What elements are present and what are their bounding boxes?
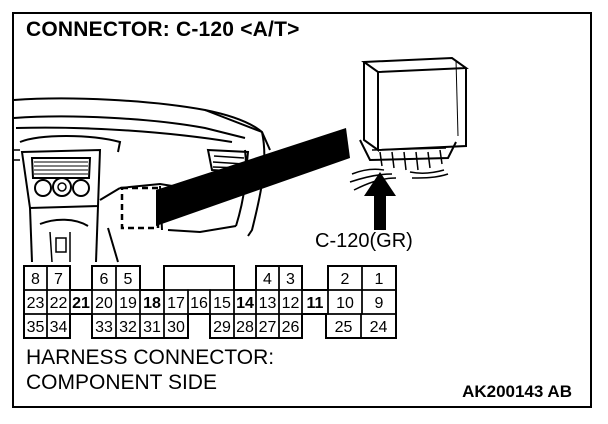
- pin-number: 35: [27, 319, 45, 336]
- pin-number: 18: [143, 295, 161, 312]
- reference-code: AK200143 AB: [462, 382, 572, 401]
- pin-number: 21: [72, 295, 90, 312]
- pointer-arrow: [364, 172, 396, 230]
- pin-number: 14: [236, 295, 254, 312]
- pin-number: 17: [167, 295, 185, 312]
- harness-caption-line1: HARNESS CONNECTOR:: [26, 346, 275, 369]
- pin-number: 13: [259, 295, 277, 312]
- pin-cell: [46, 313, 71, 339]
- pin-cell: [360, 313, 397, 339]
- pin-number: 23: [27, 295, 45, 312]
- pin-number: 28: [236, 319, 254, 336]
- pin-number: 27: [259, 319, 277, 336]
- pin-number: 25: [335, 319, 353, 336]
- pin-number: 12: [282, 295, 300, 312]
- pin-number: 1: [375, 271, 384, 288]
- pin-number: 9: [375, 295, 384, 312]
- zoom-wedge: [156, 128, 350, 226]
- pin-number: 34: [50, 319, 68, 336]
- diagram-frame: [12, 12, 592, 408]
- pin-number: 8: [31, 271, 40, 288]
- pin-number: 22: [50, 295, 68, 312]
- pin-number: 19: [119, 295, 137, 312]
- pin-number: 31: [143, 319, 161, 336]
- connector-label: C-120(GR): [315, 230, 413, 252]
- pin-number: 4: [263, 271, 272, 288]
- pin-number: 11: [307, 295, 324, 312]
- pin-number: 29: [213, 319, 231, 336]
- pin-number: 30: [167, 319, 185, 336]
- pin-number: 32: [119, 319, 137, 336]
- pin-cell: [278, 313, 303, 339]
- ecu-location-marker: [120, 186, 160, 230]
- pin-number: 33: [95, 319, 113, 336]
- pin-number: 26: [282, 319, 300, 336]
- blank-cavity: [163, 265, 235, 291]
- pin-number: 6: [100, 271, 109, 288]
- pin-number: 16: [190, 295, 208, 312]
- pin-number: 20: [95, 295, 113, 312]
- pin-number: 24: [370, 319, 388, 336]
- pin-number: 5: [124, 271, 133, 288]
- pin-cell: [163, 313, 189, 339]
- pin-number: 3: [286, 271, 295, 288]
- pin-number: 15: [213, 295, 231, 312]
- ecu-module-drawing: [349, 56, 469, 191]
- pin-number: 2: [341, 271, 350, 288]
- pin-number: 10: [336, 295, 354, 312]
- diagram-title: CONNECTOR: C-120 <A/T>: [26, 18, 300, 41]
- harness-caption-line2: COMPONENT SIDE: [26, 371, 217, 394]
- pin-number: 7: [54, 271, 63, 288]
